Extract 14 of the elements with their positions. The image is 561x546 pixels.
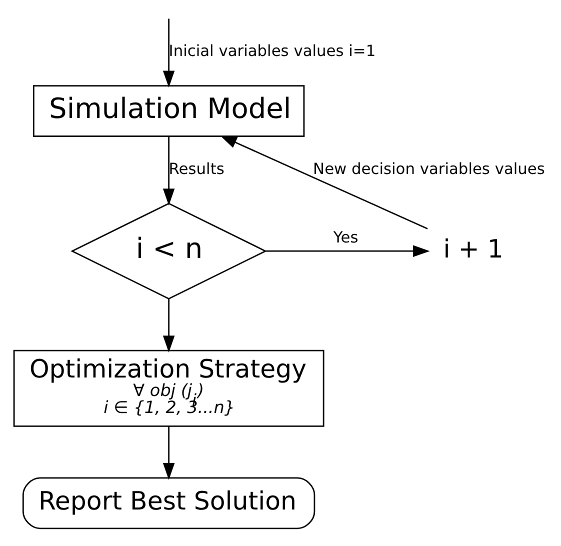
node-text: i + 1 xyxy=(443,234,504,264)
edge-label: Results xyxy=(168,160,224,178)
node-box: Report Best Solution xyxy=(22,477,316,530)
arrow xyxy=(162,18,175,88)
arrow xyxy=(162,426,175,480)
arrow xyxy=(162,136,175,206)
node-diamond: i < n xyxy=(70,202,268,300)
node-box: Simulation Model xyxy=(32,85,305,137)
arrow xyxy=(220,135,428,230)
arrow xyxy=(266,245,430,257)
edge-label: Inicial variables values i=1 xyxy=(168,42,376,60)
arrow xyxy=(162,298,175,352)
edge-label: Yes xyxy=(333,228,358,246)
edge-label: New decision variables values xyxy=(313,160,545,178)
